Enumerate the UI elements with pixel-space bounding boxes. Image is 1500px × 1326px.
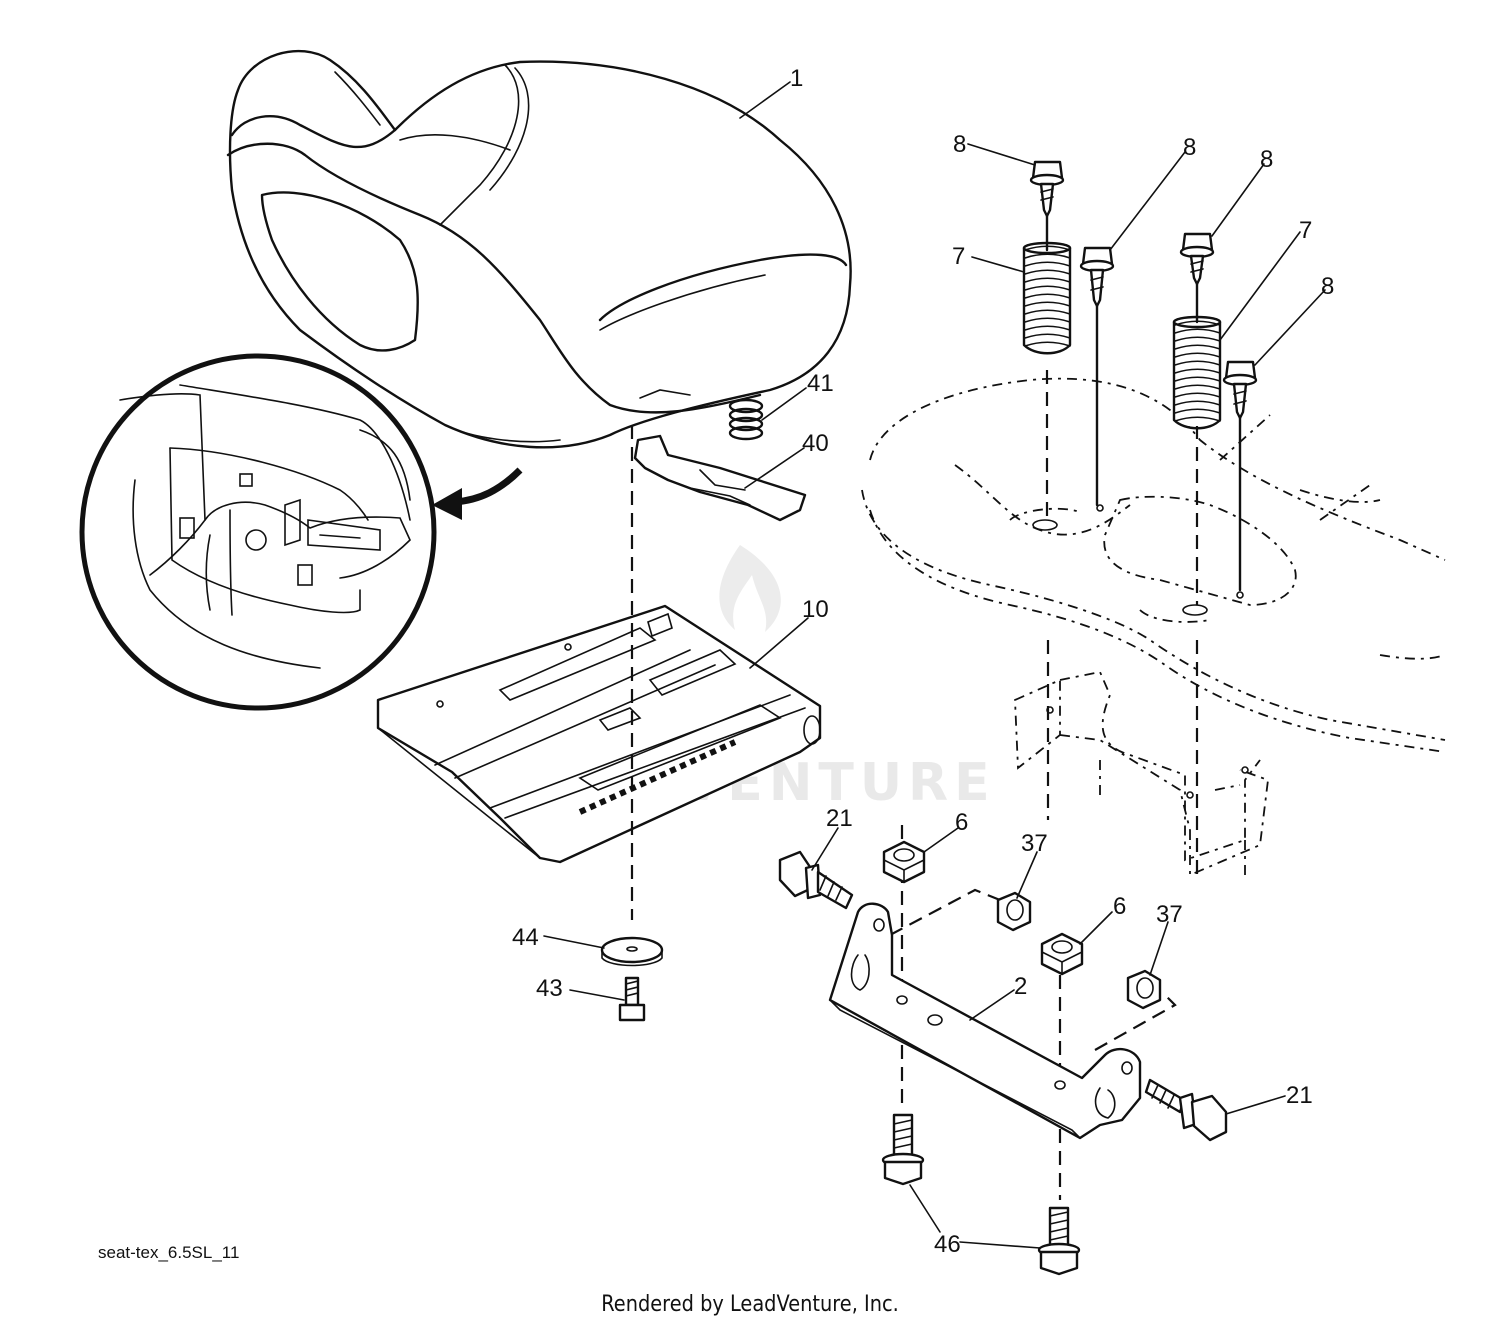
bracket-part-2: [828, 902, 1142, 1140]
diagram-code: seat-tex_6.5SL_11: [98, 1243, 240, 1262]
nut-part-37a: [996, 891, 1032, 932]
detail-inset: [79, 353, 523, 711]
bolt-part-8d: [1222, 360, 1258, 592]
frame-outline: [861, 377, 1446, 753]
seat-part-1: [226, 49, 852, 449]
bolt-part-46b: [1037, 1206, 1081, 1276]
bolt-part-43: [618, 976, 646, 1022]
callout-8c: 8: [1260, 146, 1273, 173]
bolt-part-8c: [1179, 232, 1215, 286]
nut-part-6b: [1040, 932, 1084, 976]
callout-7a: 7: [952, 243, 965, 270]
callout-40: 40: [802, 430, 829, 457]
callout-8a: 8: [953, 131, 966, 158]
callout-21a: 21: [826, 805, 853, 832]
callout-8b: 8: [1183, 134, 1196, 161]
callout-8d: 8: [1321, 273, 1334, 300]
callout-2: 2: [1014, 973, 1027, 1000]
bolt-part-21a: [778, 850, 854, 910]
spring-part-41: [728, 398, 764, 441]
bolt-part-8b: [1079, 246, 1115, 507]
bolt-part-21b: [1144, 1078, 1228, 1142]
leader-lines: [543, 81, 1326, 1249]
callout-6b: 6: [1113, 893, 1126, 920]
seat-pan-part-10: [376, 604, 822, 864]
callout-37b: 37: [1156, 901, 1183, 928]
callout-21b: 21: [1286, 1082, 1313, 1109]
clip-part-40: [633, 434, 807, 522]
nut-part-6a: [882, 840, 926, 884]
bolt-part-8a: [1029, 160, 1065, 218]
callout-44: 44: [512, 924, 539, 951]
callout-43: 43: [536, 975, 563, 1002]
washer-part-44: [600, 936, 664, 967]
nut-part-37b: [1126, 969, 1162, 1010]
callout-7b: 7: [1299, 217, 1312, 244]
dashline-6a: [889, 888, 1001, 936]
callout-46: 46: [934, 1231, 961, 1258]
callout-1: 1: [790, 65, 803, 92]
hinge-bracket-outline: [1014, 670, 1269, 880]
callout-10: 10: [802, 596, 829, 623]
callout-6a: 6: [955, 809, 968, 836]
spring-part-7a: [1022, 208, 1072, 355]
callout-labels: 1 2 6 6 7 7 8 8 8 8 10 21 21 37 37 40 41…: [512, 65, 1334, 1258]
callout-41: 41: [807, 370, 834, 397]
bolt-part-46a: [881, 1113, 925, 1186]
dashline-6b: [1094, 994, 1177, 1051]
callout-37a: 37: [1021, 830, 1048, 857]
render-credit: Rendered by LeadVenture, Inc.: [601, 1292, 899, 1317]
